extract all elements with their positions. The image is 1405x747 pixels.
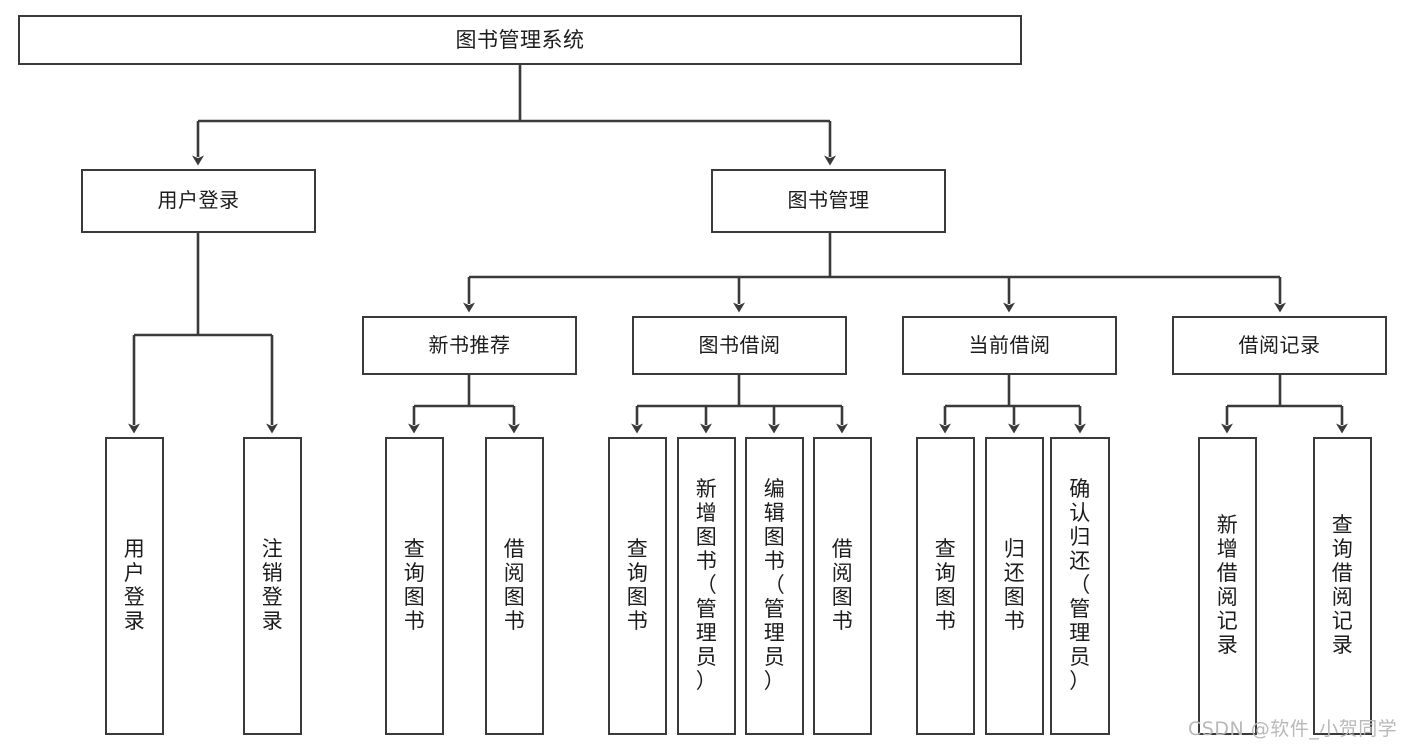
node-label: 图书管理 xyxy=(787,188,870,213)
node-borrow-record[interactable]: 借阅记录 xyxy=(1172,316,1387,375)
leaf-current-borrow-query-book[interactable]: 查 询 图 书 xyxy=(916,437,975,735)
node-label: 注 销 登 录 xyxy=(261,537,284,633)
node-root-book-management-system[interactable]: 图书管理系统 xyxy=(18,15,1022,65)
node-label: 新 增 图 书 （ 管 理 员 ） xyxy=(695,477,718,693)
node-label: 查 询 图 书 xyxy=(403,537,426,633)
node-label: 借 阅 图 书 xyxy=(503,537,526,633)
node-new-book-recommend[interactable]: 新书推荐 xyxy=(362,316,577,375)
leaf-user-login-logout[interactable]: 注 销 登 录 xyxy=(243,437,302,735)
leaf-book-borrow-edit-book-admin[interactable]: 编 辑 图 书 （ 管 理 员 ） xyxy=(745,437,804,735)
csdn-watermark: CSDN @软件_小贺同学 xyxy=(1188,718,1398,740)
node-book-borrow[interactable]: 图书借阅 xyxy=(632,316,847,375)
leaf-borrow-record-add-record[interactable]: 新 增 借 阅 记 录 xyxy=(1198,437,1257,735)
node-label: 查 询 图 书 xyxy=(934,537,957,633)
node-label: 归 还 图 书 xyxy=(1003,537,1026,633)
node-label: 当前借阅 xyxy=(968,332,1051,357)
leaf-book-borrow-query-book[interactable]: 查 询 图 书 xyxy=(608,437,667,735)
leaf-new-book-borrow-book[interactable]: 借 阅 图 书 xyxy=(485,437,544,735)
leaf-user-login-login[interactable]: 用 户 登 录 xyxy=(105,437,164,735)
node-label: 用 户 登 录 xyxy=(123,537,146,633)
leaf-current-borrow-return-book[interactable]: 归 还 图 书 xyxy=(985,437,1044,735)
node-label: 借 阅 图 书 xyxy=(831,537,854,633)
node-label: 新 增 借 阅 记 录 xyxy=(1216,513,1239,657)
node-label: 新书推荐 xyxy=(428,332,511,357)
node-label: 图书借阅 xyxy=(698,332,781,357)
leaf-borrow-record-query-record[interactable]: 查 询 借 阅 记 录 xyxy=(1313,437,1372,735)
node-label: 查 询 图 书 xyxy=(626,537,649,633)
leaf-book-borrow-add-book-admin[interactable]: 新 增 图 书 （ 管 理 员 ） xyxy=(677,437,736,735)
leaf-book-borrow-borrow-book[interactable]: 借 阅 图 书 xyxy=(813,437,872,735)
node-label: 确 认 归 还 （ 管 理 员 ） xyxy=(1069,477,1091,693)
node-label: 编 辑 图 书 （ 管 理 员 ） xyxy=(763,477,786,693)
node-label: 查 询 借 阅 记 录 xyxy=(1331,513,1354,657)
node-current-borrow[interactable]: 当前借阅 xyxy=(902,316,1117,375)
node-label: 用户登录 xyxy=(157,188,240,213)
node-label: 借阅记录 xyxy=(1238,332,1321,357)
node-book-management[interactable]: 图书管理 xyxy=(711,169,946,233)
leaf-new-book-query-book[interactable]: 查 询 图 书 xyxy=(385,437,444,735)
node-user-login[interactable]: 用户登录 xyxy=(81,169,316,233)
leaf-current-borrow-confirm-return-admin[interactable]: 确 认 归 还 （ 管 理 员 ） xyxy=(1050,437,1110,735)
node-label: 图书管理系统 xyxy=(455,27,585,52)
